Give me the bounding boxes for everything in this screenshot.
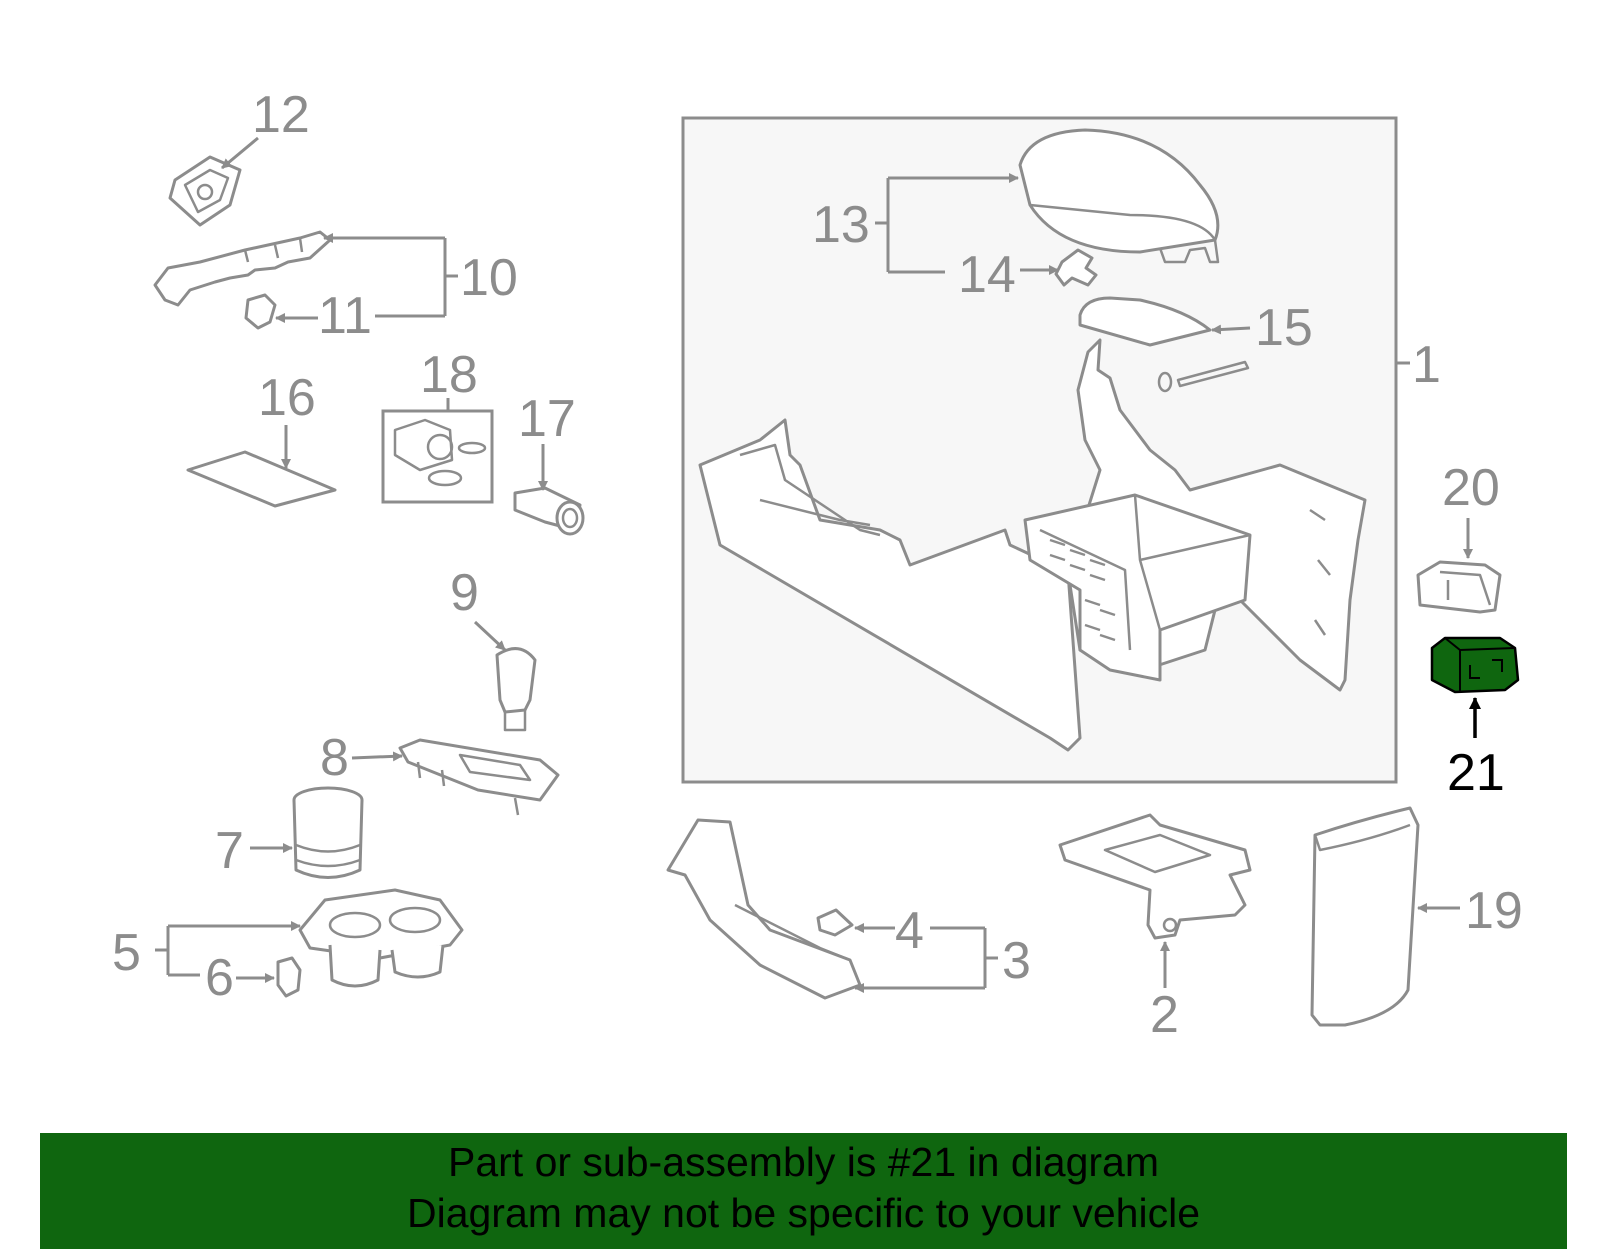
part-19-end-panel[interactable]: [1310, 806, 1420, 1027]
part-7-cup-insert[interactable]: [292, 786, 364, 879]
part-11-clip[interactable]: [244, 293, 277, 330]
console-grommet: [1157, 371, 1173, 393]
callout-20[interactable]: 20: [1442, 459, 1500, 517]
callout-13-bracket: [875, 178, 890, 272]
callout-12[interactable]: 12: [252, 86, 310, 144]
callout-15-arrow: [1211, 324, 1251, 335]
callout-8[interactable]: 8: [320, 729, 349, 787]
callout-14[interactable]: 14: [958, 246, 1016, 304]
callout-5[interactable]: 5: [112, 924, 141, 982]
callout-18[interactable]: 18: [420, 346, 478, 404]
banner-line-2: Diagram may not be specific to your vehi…: [406, 1190, 1200, 1236]
callout-4[interactable]: 4: [895, 902, 924, 960]
part-5-cup-holder[interactable]: [298, 888, 464, 988]
part-12-switch[interactable]: [168, 155, 242, 227]
callout-15[interactable]: 15: [1255, 299, 1313, 357]
callout-8-arrow: [351, 751, 403, 762]
part-21-highlighted-component[interactable]: [1430, 636, 1520, 694]
callout-21[interactable]: 21: [1447, 744, 1505, 802]
callout-1[interactable]: 1: [1412, 336, 1441, 394]
callout-11[interactable]: 11: [318, 287, 372, 345]
callout-9-arrow: [473, 620, 507, 652]
callout-2[interactable]: 2: [1150, 986, 1179, 1044]
part-1-console-body[interactable]: [698, 338, 1367, 752]
part-2-bracket[interactable]: [1058, 813, 1252, 940]
callout-10-bracket: [443, 238, 458, 316]
part-8-shift-plate[interactable]: [398, 738, 560, 816]
console-pin: [1176, 360, 1250, 388]
part-10-bracket[interactable]: [153, 230, 332, 307]
callout-10[interactable]: 10: [460, 249, 518, 307]
part-13-armrest-lid[interactable]: [1018, 128, 1220, 264]
parts-diagram: 1 13 14 15 12 10 11: [112, 86, 1523, 1044]
part-14-clip[interactable]: [1054, 248, 1098, 287]
banner-line-1: Part or sub-assembly is #21 in diagram: [448, 1139, 1159, 1185]
callout-16[interactable]: 16: [258, 369, 316, 427]
part-17-socket[interactable]: [513, 486, 585, 536]
callout-9[interactable]: 9: [450, 564, 479, 622]
callout-7[interactable]: 7: [215, 822, 244, 880]
part-3-side-panel[interactable]: [666, 818, 862, 1000]
callout-5-bracket: [155, 926, 170, 975]
part-15-pad[interactable]: [1078, 296, 1212, 347]
part-18-socket-body: [393, 418, 487, 487]
part-9-shift-knob[interactable]: [495, 647, 537, 732]
part-16-mat[interactable]: [186, 450, 337, 508]
callout-19[interactable]: 19: [1465, 882, 1523, 940]
callout-17[interactable]: 17: [518, 390, 576, 448]
callout-3[interactable]: 3: [1002, 932, 1031, 990]
callout-12-arrow: [221, 136, 259, 170]
callout-3-bracket: [983, 928, 998, 988]
callout-6[interactable]: 6: [205, 949, 234, 1007]
part-6-clip[interactable]: [276, 956, 302, 998]
callout-13[interactable]: 13: [812, 196, 870, 254]
info-banner: Part or sub-assembly is #21 in diagram D…: [40, 1133, 1567, 1249]
part-4-clip[interactable]: [816, 908, 854, 937]
part-20-switch-housing[interactable]: [1416, 560, 1502, 614]
